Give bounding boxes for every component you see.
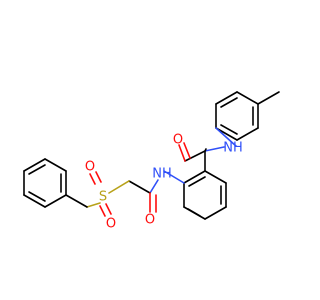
bond: [99, 205, 106, 217]
atom-labels: NH O NH O S O O: [85, 133, 243, 232]
phenyl-ring: [23, 158, 67, 208]
bond: [183, 170, 206, 184]
bond: [128, 180, 151, 194]
bond: [95, 171, 102, 183]
bond: [149, 179, 159, 194]
bond: [184, 150, 206, 162]
bond: [236, 127, 259, 141]
bond: [65, 194, 88, 208]
bond: [28, 191, 46, 202]
bond: [163, 170, 185, 184]
bond: [89, 173, 96, 185]
bond: [215, 127, 238, 141]
amide-nitrogen-1-label: NH: [223, 141, 243, 156]
bond: [204, 146, 225, 152]
bond: [215, 91, 238, 105]
bond: [204, 206, 227, 220]
bond: [23, 194, 46, 208]
bond: [105, 203, 112, 215]
amide-nitrogen-2-label: NH: [152, 167, 172, 182]
bond: [86, 202, 101, 208]
bond: [236, 91, 259, 105]
bond: [204, 170, 227, 184]
bond: [23, 158, 46, 172]
bond: [183, 142, 191, 159]
tolyl-ring: [215, 91, 259, 141]
bond: [28, 164, 46, 175]
bond: [188, 176, 206, 187]
bond: [178, 144, 186, 162]
chemical-structure: NH O NH O S O O: [23, 91, 280, 232]
sulfonyl-oxygen-1-label: O: [85, 160, 95, 175]
bond: [187, 208, 201, 217]
benzamide-ring: [183, 170, 227, 220]
bond: [44, 194, 67, 208]
sulfonyl-oxygen-2-label: O: [106, 217, 116, 232]
bond: [220, 97, 238, 108]
bond: [215, 127, 237, 147]
amide-oxygen-1-label: O: [173, 133, 183, 148]
bond: [220, 124, 238, 135]
sulfur-label: S: [99, 190, 107, 205]
methyl-bond: [257, 91, 280, 105]
bond: [108, 180, 130, 194]
bond: [44, 158, 67, 172]
amide-oxygen-2-label: O: [145, 213, 155, 228]
